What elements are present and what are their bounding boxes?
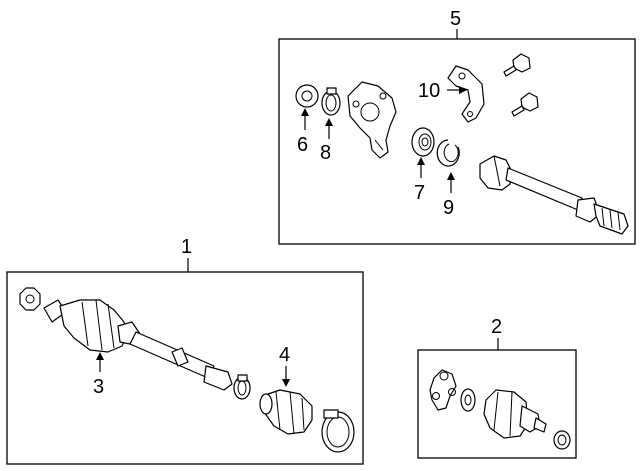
bearing-part-7 [411, 127, 435, 157]
inner-cv-housing [483, 389, 547, 439]
intermediate-shaft [479, 155, 629, 235]
washer [460, 388, 476, 412]
leader-9 [447, 172, 455, 193]
clamp-part-8 [321, 87, 341, 116]
callout-2: 2 [491, 316, 502, 338]
end-seal [553, 430, 571, 450]
seal-ring-part-6 [295, 84, 319, 108]
callout-8: 8 [320, 142, 331, 164]
leader-7 [417, 157, 425, 178]
callout-7: 7 [414, 182, 425, 204]
inner-boot-part-4 [259, 389, 313, 435]
callout-4: 4 [279, 344, 290, 366]
callout-9: 9 [443, 197, 454, 219]
callout-5: 5 [450, 8, 461, 30]
callout-6: 6 [297, 134, 308, 156]
leader-6 [301, 108, 309, 130]
boot-clamp-small [233, 374, 251, 400]
leader-4 [282, 366, 290, 387]
callout-1: 1 [181, 236, 192, 258]
leader-3 [96, 352, 104, 372]
axle-shaft [129, 331, 233, 391]
leader-10 [447, 86, 467, 94]
axle-nut [19, 287, 41, 311]
bolt-upper [503, 53, 531, 77]
tripod-joint [429, 369, 457, 411]
callout-10: 10 [418, 80, 440, 102]
bolt-lower [511, 92, 539, 117]
bearing-cap-part-10 [447, 65, 485, 123]
callout-3: 3 [93, 376, 104, 398]
leader-8 [325, 118, 333, 139]
bearing-bracket-housing [347, 81, 397, 159]
snap-ring-part-9 [436, 139, 460, 167]
boot-clamp-large [321, 409, 355, 453]
